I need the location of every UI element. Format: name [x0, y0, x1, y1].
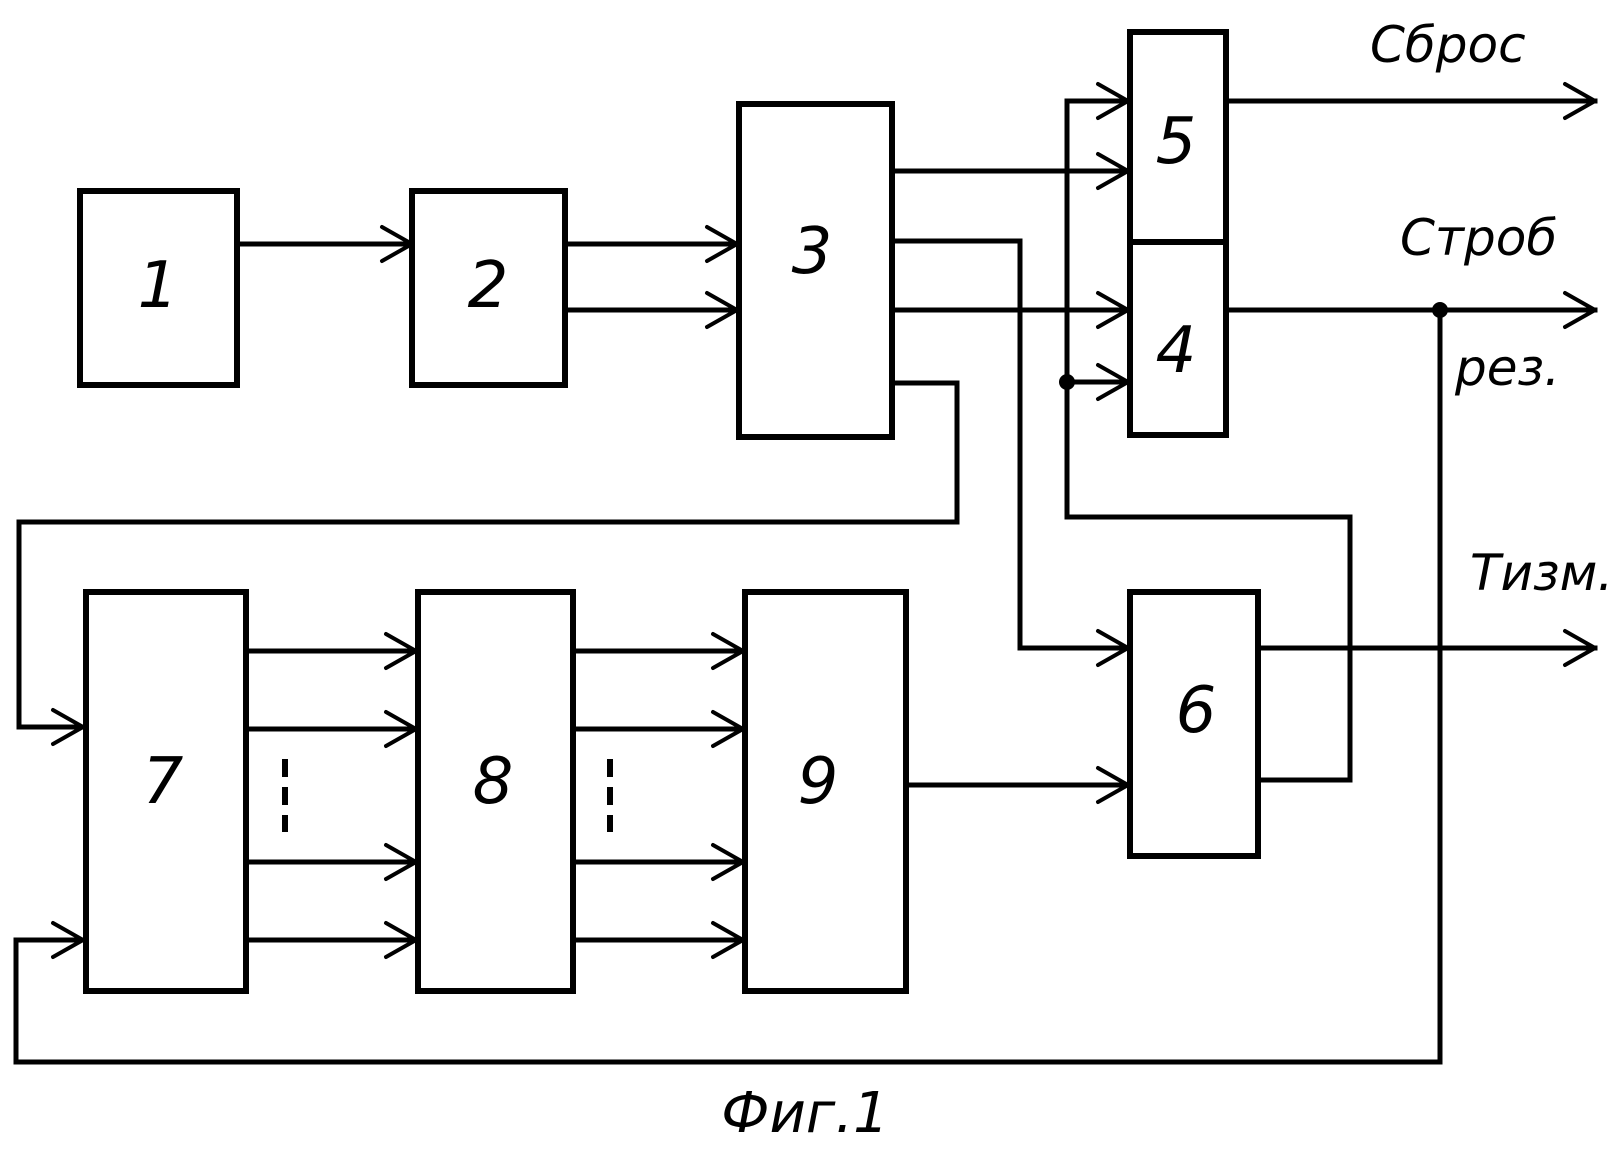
- strobe-output-sublabel: рез.: [1454, 339, 1560, 397]
- strobe-output-label: Строб: [1400, 209, 1557, 267]
- block-1-label: 1: [138, 249, 179, 323]
- junction-dot: [1432, 302, 1448, 318]
- wire-3-to-6: [892, 241, 1128, 648]
- block-7: 7: [86, 592, 246, 991]
- figure-caption: Фиг.1: [721, 1081, 888, 1146]
- block-6: 6: [1130, 592, 1258, 856]
- block-8-label: 8: [473, 745, 514, 819]
- block-3: 3: [739, 104, 892, 437]
- block-4: 4: [1130, 242, 1226, 435]
- tmeas-output-label: Tизм.: [1470, 544, 1613, 602]
- junction-dot: [1059, 374, 1075, 390]
- reset-output-label: Сброс: [1370, 16, 1526, 74]
- block-6-label: 6: [1176, 674, 1217, 748]
- block-2: 2: [412, 191, 565, 385]
- block-3-label: 3: [792, 215, 833, 289]
- block-9: 9: [745, 592, 906, 991]
- block-4-label: 4: [1156, 314, 1197, 388]
- block-2-label: 2: [468, 249, 509, 323]
- block-5: 5: [1130, 32, 1226, 242]
- block-5-label: 5: [1156, 105, 1197, 179]
- block-9-label: 9: [798, 745, 839, 819]
- block-7-label: 7: [143, 745, 184, 819]
- block-8: 8: [418, 592, 573, 991]
- block-1: 1: [80, 191, 237, 385]
